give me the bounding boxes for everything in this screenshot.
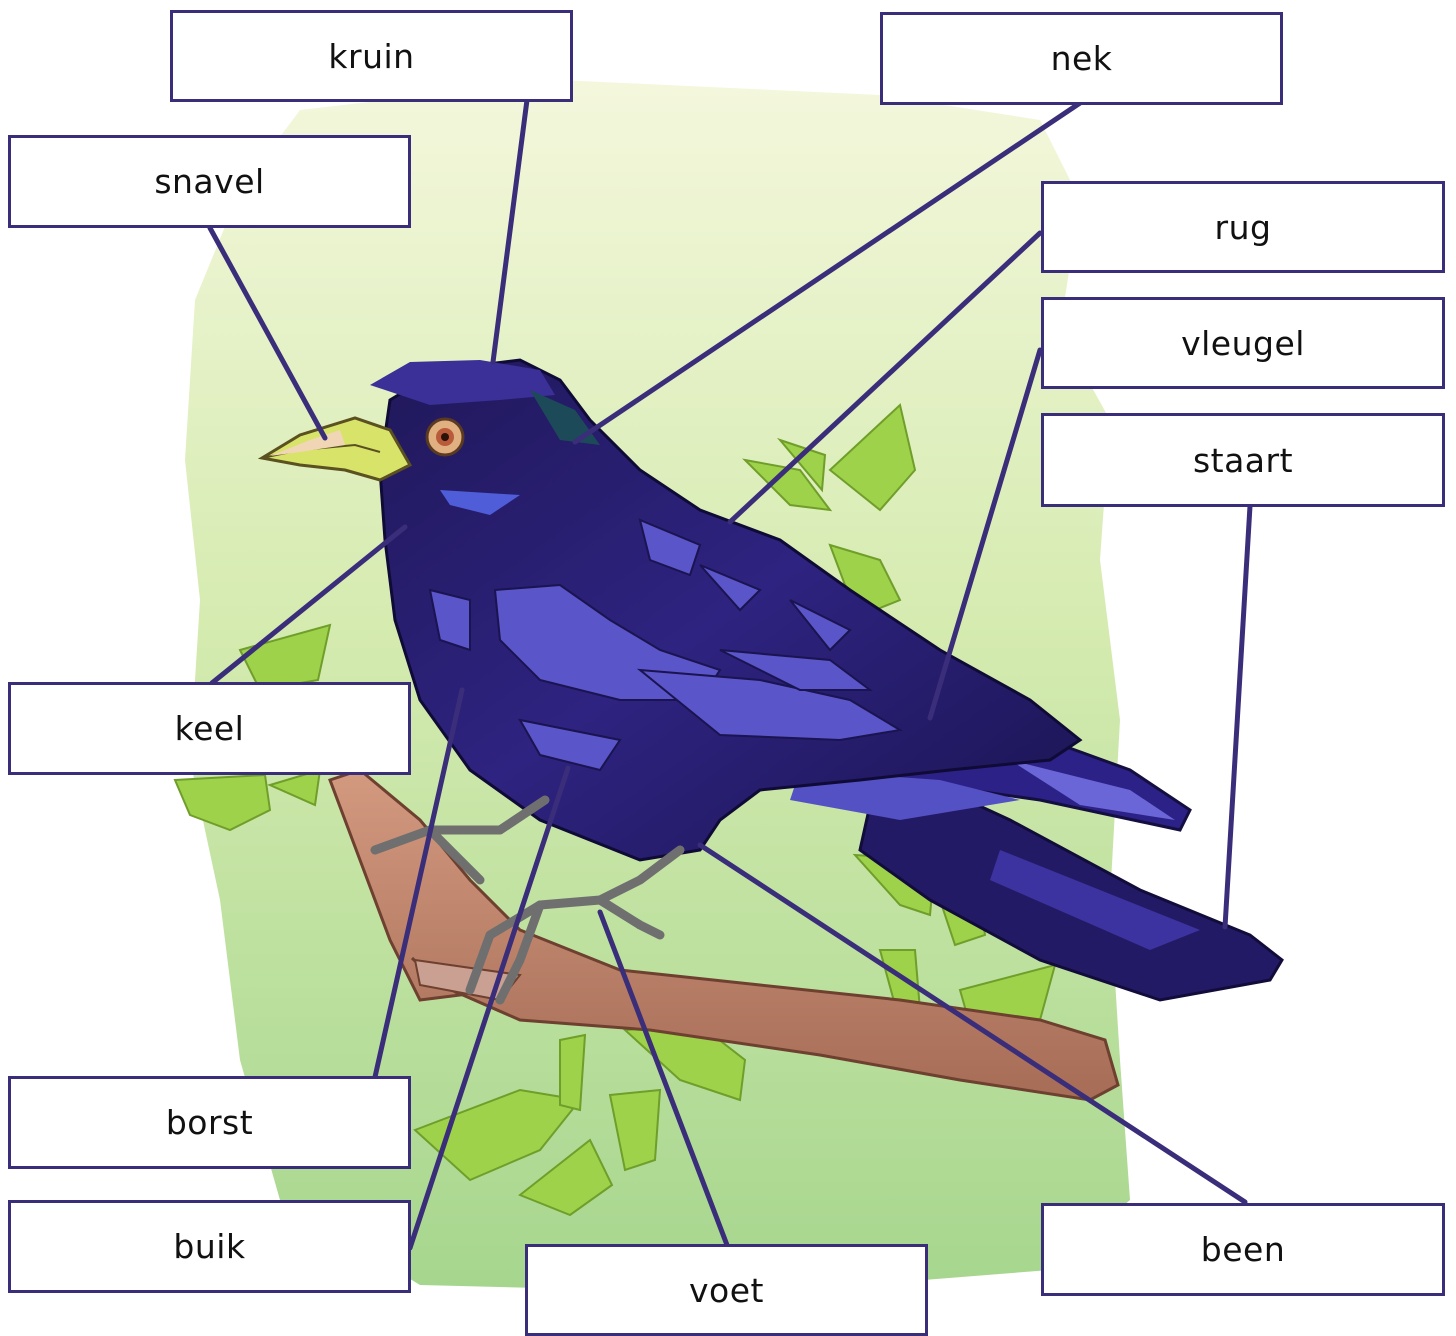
label-staart: staart [1041,413,1445,507]
label-borst: borst [8,1076,411,1169]
label-vleugel: vleugel [1041,297,1445,389]
label-been: been [1041,1203,1445,1296]
label-rug: rug [1041,181,1445,273]
label-snavel: snavel [8,135,411,228]
label-kruin: kruin [170,10,573,102]
label-keel: keel [8,682,411,775]
label-buik: buik [8,1200,411,1293]
label-voet: voet [525,1244,928,1336]
label-nek: nek [880,12,1283,105]
leader-staart [1225,506,1250,927]
